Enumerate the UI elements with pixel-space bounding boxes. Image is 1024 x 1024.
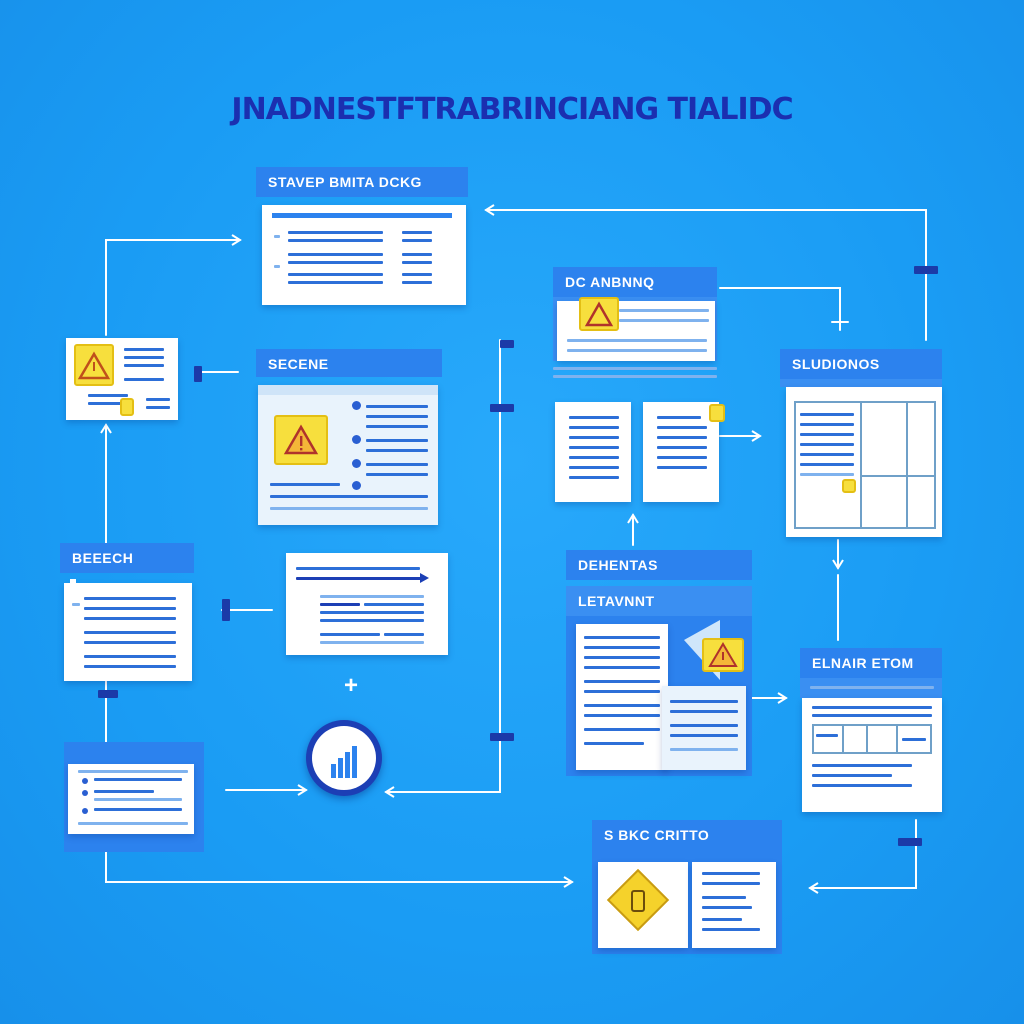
card-secene-header: SECENE: [256, 349, 442, 377]
warning-icon: [120, 398, 134, 416]
warning-icon: [74, 344, 114, 386]
junction-box: [222, 599, 230, 621]
card-dehentas-header-bottom: LETAVNNT: [566, 586, 752, 616]
junction-box: [898, 838, 922, 846]
junction-box: [194, 366, 202, 382]
connector-right-to-bottom: [808, 819, 917, 894]
card-top-center-header: STAVEP BMITA DCKG: [256, 167, 468, 197]
card-bottom-left[interactable]: [64, 742, 204, 852]
warning-icon: [702, 638, 744, 672]
card-top-right-small[interactable]: DC ANBNNQ: [553, 267, 719, 385]
connector-small-to-right: [719, 287, 841, 331]
card-top-right-small-header: DC ANBNNQ: [553, 267, 717, 297]
card-bottom-left-panel: [68, 764, 194, 834]
connector-left-to-top: [105, 234, 242, 336]
junction-box: [490, 733, 514, 741]
warning-icon: [842, 479, 856, 493]
card-research-panel: [64, 579, 192, 681]
junction-box: [500, 340, 514, 348]
card-elnair-panel: [802, 698, 942, 812]
junction-box: [98, 690, 118, 698]
card-center-list-panel: [286, 553, 448, 655]
warning-icon: [274, 415, 328, 465]
card-warning-doc[interactable]: [66, 338, 182, 420]
card-research-header: BEEECH: [60, 543, 194, 573]
card-sludionos-header: SLUDIONOS: [780, 349, 942, 379]
panel-bar: [272, 213, 452, 218]
card-bottom-center-header: S BKC CRITTO: [592, 820, 782, 850]
card-sludionos[interactable]: SLUDIONOS: [780, 349, 942, 539]
warning-icon: [579, 297, 619, 331]
card-research[interactable]: BEEECH: [60, 543, 194, 681]
card-center-list[interactable]: [286, 553, 450, 657]
connector-middle-vertical: [384, 339, 501, 798]
card-top-center-panel: [262, 205, 466, 305]
card-top-right-small-panel: [557, 301, 715, 361]
open-book-icon[interactable]: [555, 402, 725, 504]
card-sludionos-panel: [786, 387, 942, 537]
card-dehentas[interactable]: DEHENTAS LETAVNNT: [566, 550, 754, 778]
card-top-center[interactable]: STAVEP BMITA DCKG: [256, 167, 468, 307]
card-secene[interactable]: SECENE: [256, 349, 442, 527]
junction-box: [914, 266, 938, 274]
plus-icon: +: [344, 672, 359, 699]
connector-right-to-top: [484, 204, 927, 341]
junction-box: [490, 404, 514, 412]
warning-icon: [709, 404, 725, 422]
card-dehentas-header-top: DEHENTAS: [566, 550, 752, 580]
bar-chart-icon[interactable]: [306, 720, 384, 798]
card-elnair-header: ELNAIR ETOM: [800, 648, 942, 678]
card-bottom-center[interactable]: S BKC CRITTO: [592, 820, 784, 954]
diagram-title: JNADNESTFTRABRINCIANG TIALIDC: [231, 92, 793, 127]
connector-bottom-long: [105, 849, 574, 888]
card-elnair[interactable]: ELNAIR ETOM: [800, 648, 944, 814]
